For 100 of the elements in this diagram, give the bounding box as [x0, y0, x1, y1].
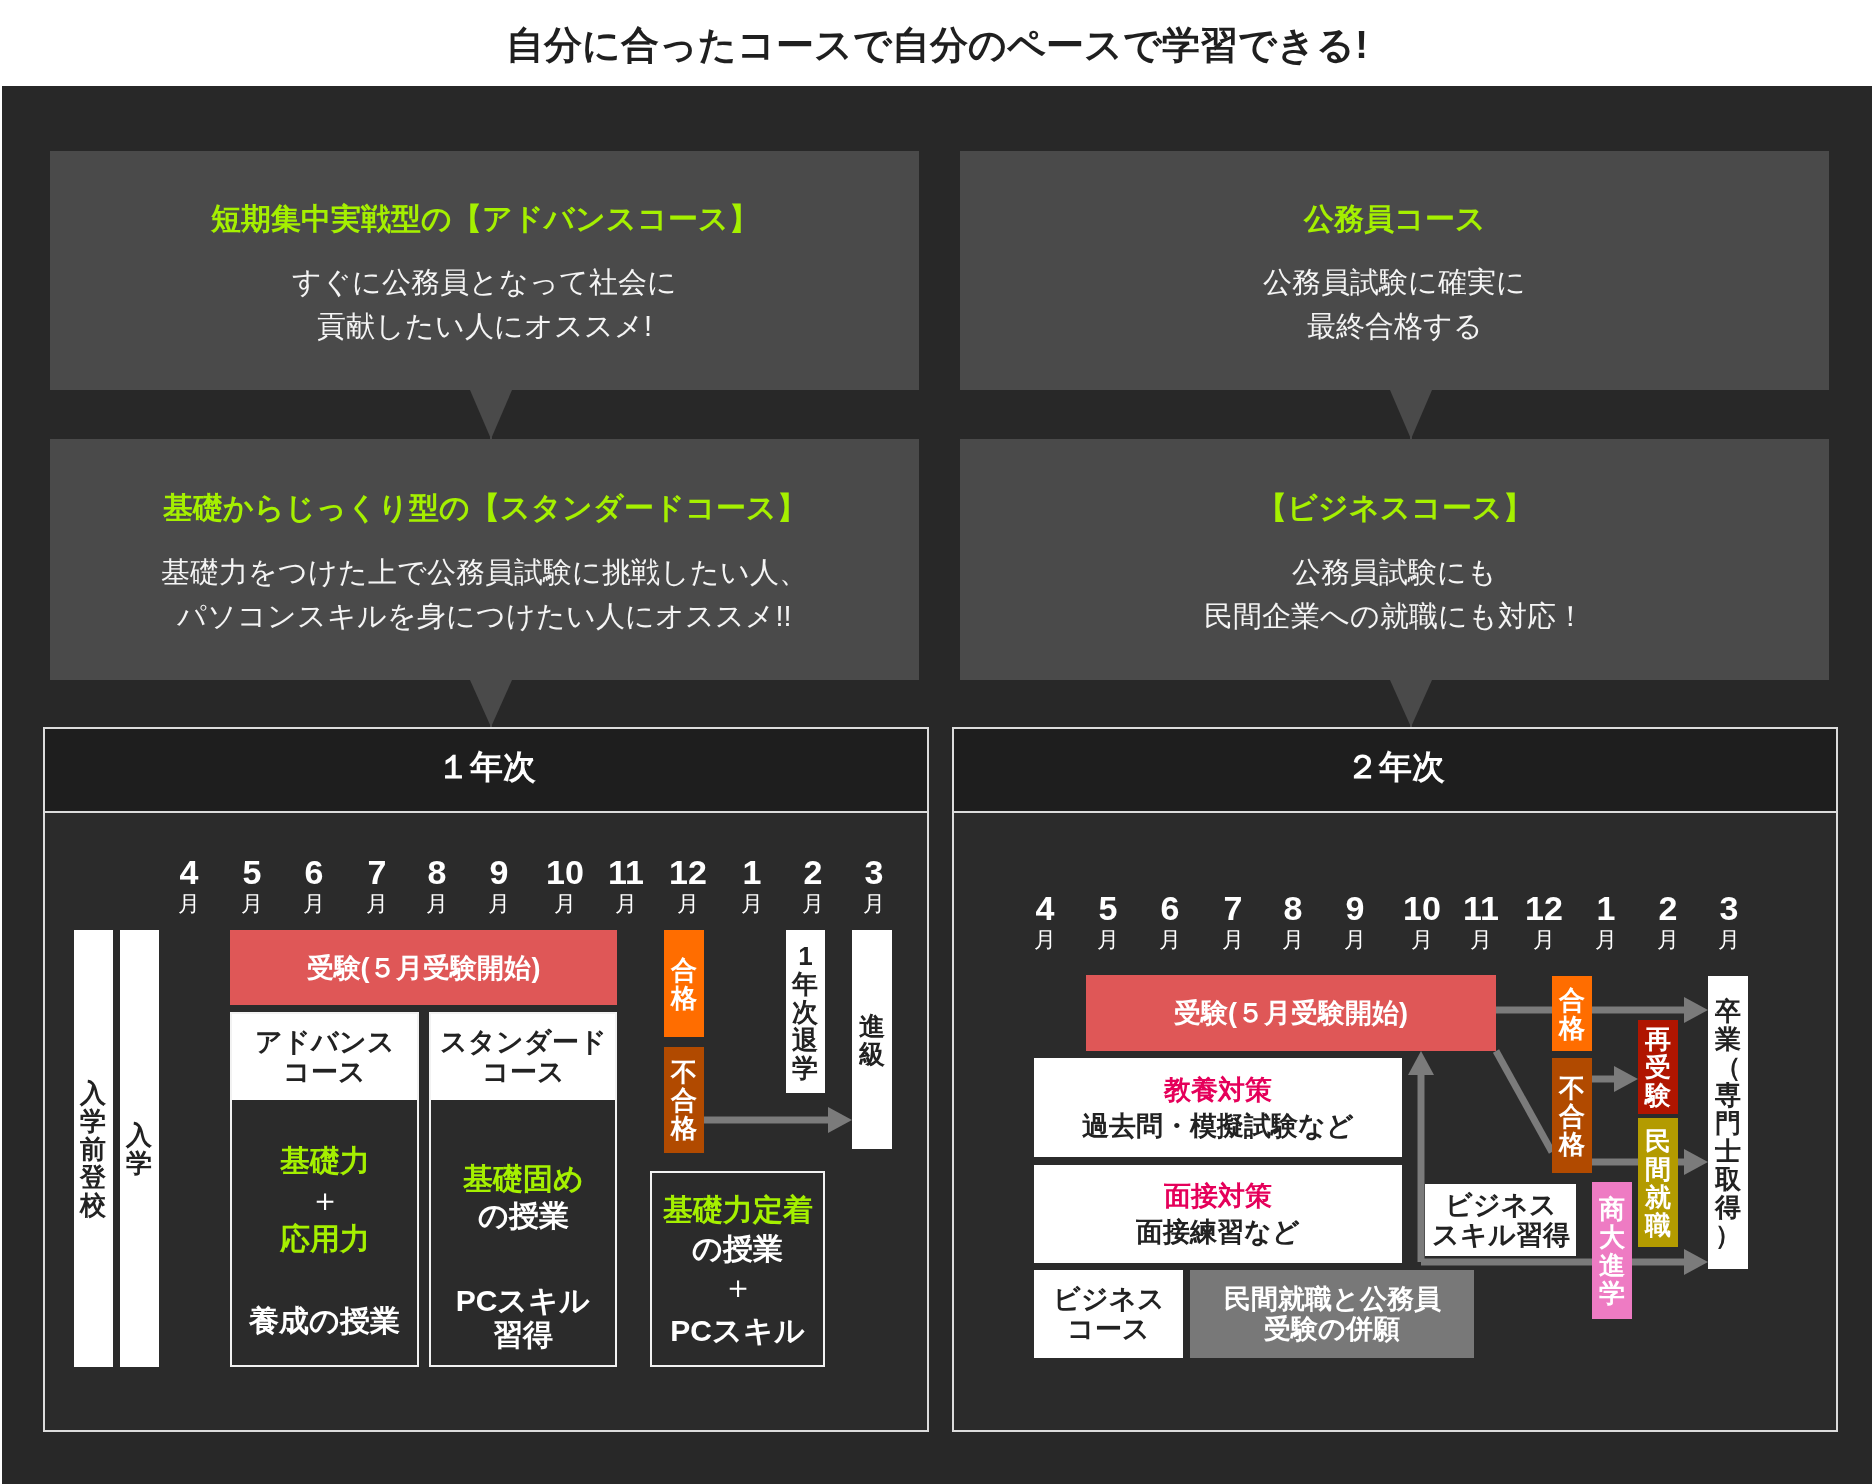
body-text: PCスキル習得	[454, 1284, 592, 1352]
course-column	[429, 1012, 617, 1367]
column-header: スタンダードコース	[431, 1014, 615, 1100]
month-label: 7月	[1221, 890, 1245, 954]
month-label: 5月	[240, 854, 264, 918]
highlight-text: 基礎固め	[462, 1161, 584, 1197]
info-box	[1190, 1270, 1474, 1358]
month-label: 2月	[1656, 890, 1680, 954]
title: 自分に合ったコースで自分のペースで学習できる!	[506, 23, 1368, 68]
month-label: 7月	[365, 854, 389, 918]
course-column	[230, 1012, 419, 1367]
month-label: 1月	[740, 854, 764, 918]
callout-box	[50, 439, 919, 680]
vertical-bar	[1552, 1058, 1592, 1173]
arrow	[704, 1107, 852, 1133]
label-text: ビジネスコース	[1051, 1284, 1166, 1344]
bar-label: 不合格	[669, 1058, 698, 1142]
pointer-triangle	[470, 389, 512, 440]
month-label: 9月	[487, 854, 511, 918]
vertical-bar	[120, 930, 159, 1367]
callout-text: すぐに公務員となって社会に貢献したい人にオススメ!	[291, 265, 678, 344]
month-label: 4月	[1033, 890, 1057, 954]
label-text: ビジネススキル習得	[1430, 1190, 1571, 1250]
month-label: 1月	[1594, 890, 1618, 954]
month-label: 9月	[1343, 890, 1367, 954]
bar-label: 受験(５月受験開始)	[1174, 997, 1408, 1030]
callout-text: 基礎力をつけた上で公務員試験に挑戦したい人、パソコンスキルを身につけたい人にオススメ!!	[160, 555, 809, 634]
month-label: 2月	[801, 854, 825, 918]
vertical-bar	[1638, 1020, 1678, 1114]
bar-label: 再受験	[1643, 1025, 1672, 1109]
bar-label: 合格	[669, 955, 698, 1012]
arrow	[1678, 1149, 1708, 1175]
horizontal-bar	[230, 930, 617, 1005]
month-label: 4月	[177, 854, 201, 918]
body-text: 面接練習など	[1136, 1216, 1300, 1249]
callout-text: 公務員試験にも民間企業への就職にも対応！	[1203, 555, 1586, 634]
month-label: 11月	[1462, 890, 1500, 954]
callout-box	[960, 151, 1829, 390]
timeline-panel	[952, 727, 1838, 1432]
bar-label: 商大進学	[1598, 1194, 1626, 1307]
bar-label: 1年次退学	[790, 941, 820, 1082]
arrow	[1408, 1051, 1434, 1262]
info-box	[1034, 1058, 1402, 1157]
callout-heading: 短期集中実戦型の【アドバンスコース】	[210, 201, 759, 237]
month-label: 6月	[302, 854, 326, 918]
month-label: 3月	[1717, 890, 1741, 954]
panel-header: ２年次	[954, 729, 1836, 813]
bar-label: 合格	[1557, 985, 1586, 1042]
timeline-panel	[43, 727, 929, 1432]
arrow	[1592, 1066, 1638, 1092]
bar-label: 進級	[858, 1011, 886, 1068]
vertical-bar	[664, 1047, 704, 1153]
body-text: の授業	[692, 1232, 783, 1266]
heading-text: 面接対策	[1164, 1180, 1272, 1213]
connector-line	[1421, 1258, 1592, 1266]
info-box	[1425, 1184, 1576, 1256]
lesson-box	[650, 1171, 825, 1367]
highlight-text: 基礎力	[279, 1143, 370, 1179]
month-label: 11月	[607, 854, 645, 918]
callout-box	[50, 151, 919, 390]
highlight-text: 基礎力定着	[662, 1192, 813, 1228]
bar-label: 受験(５月受験開始)	[306, 951, 541, 985]
month-label: 8月	[425, 854, 449, 918]
callout-heading: 【ビジネスコース】	[1256, 490, 1533, 526]
panel-header: １年次	[45, 729, 927, 813]
connector-line	[1496, 1006, 1552, 1014]
vertical-bar	[786, 930, 825, 1093]
month-label: 12月	[1524, 890, 1564, 954]
pointer-triangle	[470, 679, 512, 728]
bar-label: 入学	[124, 1120, 154, 1177]
connector-line	[1592, 1158, 1638, 1166]
month-label: 10月	[1402, 890, 1442, 954]
info-box	[1034, 1165, 1402, 1263]
column-header: アドバンスコース	[232, 1014, 417, 1100]
bar-label: 不合格	[1557, 1073, 1586, 1158]
vertical-bar	[1708, 976, 1748, 1269]
callout-heading: 公務員コース	[1303, 201, 1486, 237]
vertical-bar	[852, 930, 892, 1149]
month-label: 12月	[668, 854, 708, 918]
month-label: 6月	[1158, 890, 1182, 954]
horizontal-bar	[1086, 975, 1496, 1051]
info-box	[1034, 1270, 1183, 1358]
month-label: 8月	[1281, 890, 1305, 954]
vertical-bar	[1638, 1118, 1678, 1247]
bar-label: 民間就職	[1643, 1126, 1672, 1239]
callout-text: 公務員試験に確実に最終合格する	[1262, 265, 1527, 344]
vertical-bar	[1552, 976, 1592, 1051]
body-text: 養成の授業	[249, 1304, 400, 1338]
vertical-bar	[1592, 1182, 1632, 1319]
vertical-bar	[664, 930, 704, 1037]
highlight-text: 応用力	[279, 1221, 370, 1257]
month-label: 5月	[1096, 890, 1120, 954]
callout-box	[960, 439, 1829, 680]
arrow	[1632, 1249, 1708, 1275]
bar-label: 卒業（専門士取得）	[1713, 996, 1742, 1249]
callout-heading: 基礎からじっくり型の【スタンダードコース】	[162, 490, 807, 526]
label-text: 民間就職と公務員受験の併願	[1222, 1284, 1442, 1344]
bar-label: 入学前登校	[78, 1078, 108, 1219]
plus-sign: ＋	[721, 1268, 754, 1306]
pointer-triangle	[1390, 679, 1432, 728]
